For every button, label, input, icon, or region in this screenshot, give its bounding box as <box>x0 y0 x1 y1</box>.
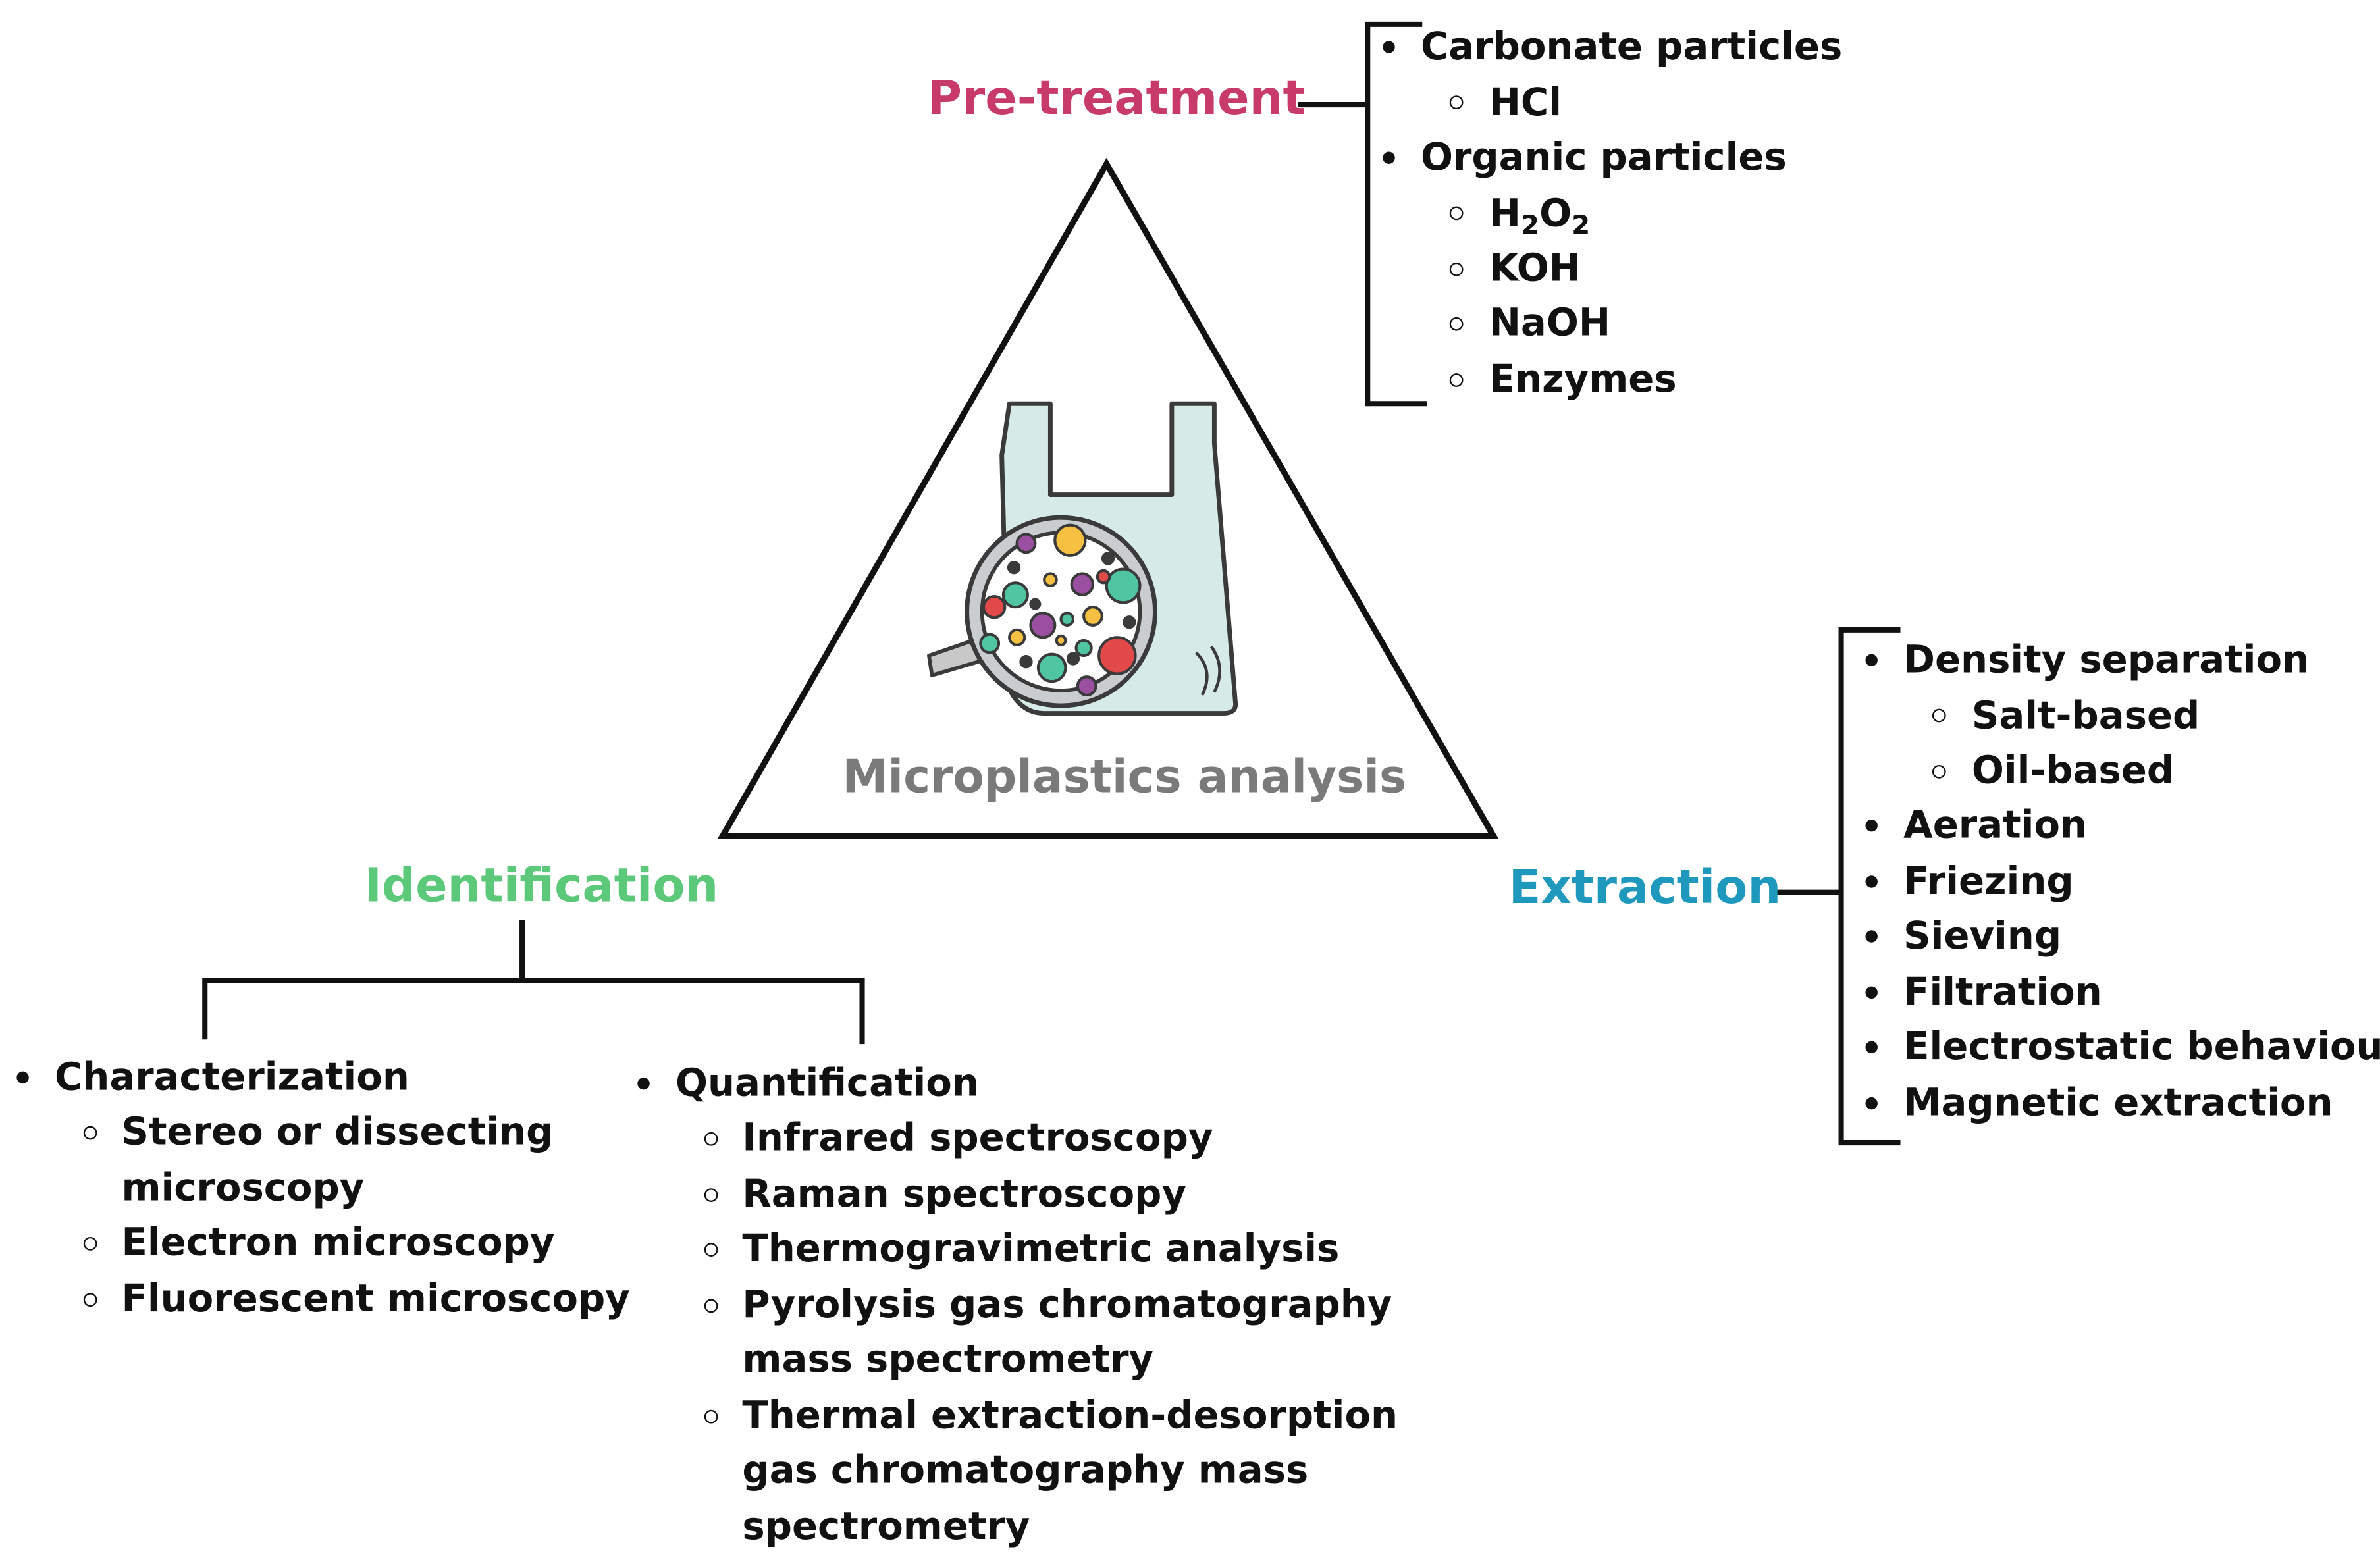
identification-tree <box>202 920 865 1045</box>
pretreatment-enzymes: Enzymes <box>1489 356 1677 401</box>
sub-bullet-circle <box>83 1293 97 1307</box>
center-title: Microplastics analysis <box>842 751 1407 804</box>
pretreatment-h2o2: H2O2 <box>1489 191 1591 242</box>
quantification-thermo: Thermogravimetric analysis <box>742 1226 1340 1270</box>
quantification-pyrolysis-line1: Pyrolysis gas chromatography <box>742 1282 1392 1327</box>
sub-bullet-circle <box>704 1299 718 1313</box>
sub-bullet-circle <box>1449 95 1464 109</box>
sub-bullet-circle <box>83 1126 97 1140</box>
bullet-dot <box>1865 986 1878 999</box>
extraction-friezing: Friezing <box>1903 858 2074 903</box>
sub-bullet-circle <box>704 1132 718 1146</box>
characterization-fluorescent: Fluorescent microscopy <box>121 1276 630 1320</box>
bullet-dot <box>1865 1041 1878 1054</box>
bullet-dot <box>1865 819 1878 832</box>
extraction-oil: Oil-based <box>1971 748 2175 793</box>
pretreatment-heading: Pre-treatment <box>927 71 1306 126</box>
bullet-dot <box>1383 41 1395 53</box>
characterization-electron: Electron microscopy <box>121 1220 555 1265</box>
quantification-pyrolysis-line2: mass spectrometry <box>742 1337 1154 1382</box>
analysis-triangle <box>717 157 1499 839</box>
quantification-infrared: Infrared spectroscopy <box>742 1115 1213 1160</box>
extraction-electrostatic: Electrostatic behaviour <box>1903 1024 2380 1069</box>
pretreatment-koh: KOH <box>1489 246 1581 290</box>
characterization-stereo-line1: Stereo or dissecting <box>121 1109 554 1154</box>
pretreatment-naoh: NaOH <box>1489 300 1611 345</box>
bullet-dot <box>1865 875 1878 888</box>
bullet-dot <box>1865 930 1878 943</box>
quantification-ted-line3: spectrometry <box>742 1503 1030 1548</box>
pretreatment-carbonate: Carbonate particles <box>1420 24 1843 68</box>
bullet-dot <box>1865 654 1878 667</box>
sub-bullet-circle <box>83 1236 97 1251</box>
quantification-title: Quantification <box>675 1060 979 1105</box>
sub-bullet-circle <box>1449 373 1464 387</box>
characterization-title: Characterization <box>54 1055 410 1099</box>
sub-bullet-circle <box>1449 317 1464 331</box>
characterization-stereo-line2: microscopy <box>121 1165 365 1210</box>
pretreatment-hcl: HCl <box>1489 80 1562 125</box>
microplastic-bag-magnifier-icon <box>927 401 1238 716</box>
quantification-ted-line2: gas chromatography mass <box>742 1448 1309 1492</box>
extraction-magnetic: Magnetic extraction <box>1903 1080 2333 1125</box>
sub-bullet-circle <box>1932 708 1946 723</box>
quantification-raman: Raman spectroscopy <box>742 1171 1187 1216</box>
bullet-dot <box>637 1077 650 1090</box>
quantification-ted-line1: Thermal extraction-desorption <box>742 1393 1398 1438</box>
sub-bullet-circle <box>704 1243 718 1257</box>
pretreatment-organic: Organic particles <box>1420 135 1787 180</box>
sub-bullet-circle <box>1449 206 1464 221</box>
sub-bullet-circle <box>704 1188 718 1202</box>
extraction-aeration: Aeration <box>1903 802 2088 847</box>
extraction-bracket <box>1772 627 1901 1146</box>
bullet-dot <box>1383 151 1395 164</box>
extraction-sieving: Sieving <box>1903 913 2062 958</box>
pretreatment-bracket <box>1298 21 1427 407</box>
extraction-density: Density separation <box>1903 637 2310 682</box>
extraction-filtration: Filtration <box>1903 970 2102 1014</box>
sub-bullet-circle <box>1449 262 1464 276</box>
extraction-salt: Salt-based <box>1971 693 2200 738</box>
sub-bullet-circle <box>704 1409 718 1424</box>
sub-bullet-circle <box>1932 764 1946 779</box>
bullet-dot <box>1865 1097 1878 1110</box>
bullet-dot <box>16 1071 29 1084</box>
identification-heading: Identification <box>364 858 719 914</box>
extraction-heading: Extraction <box>1508 860 1782 916</box>
